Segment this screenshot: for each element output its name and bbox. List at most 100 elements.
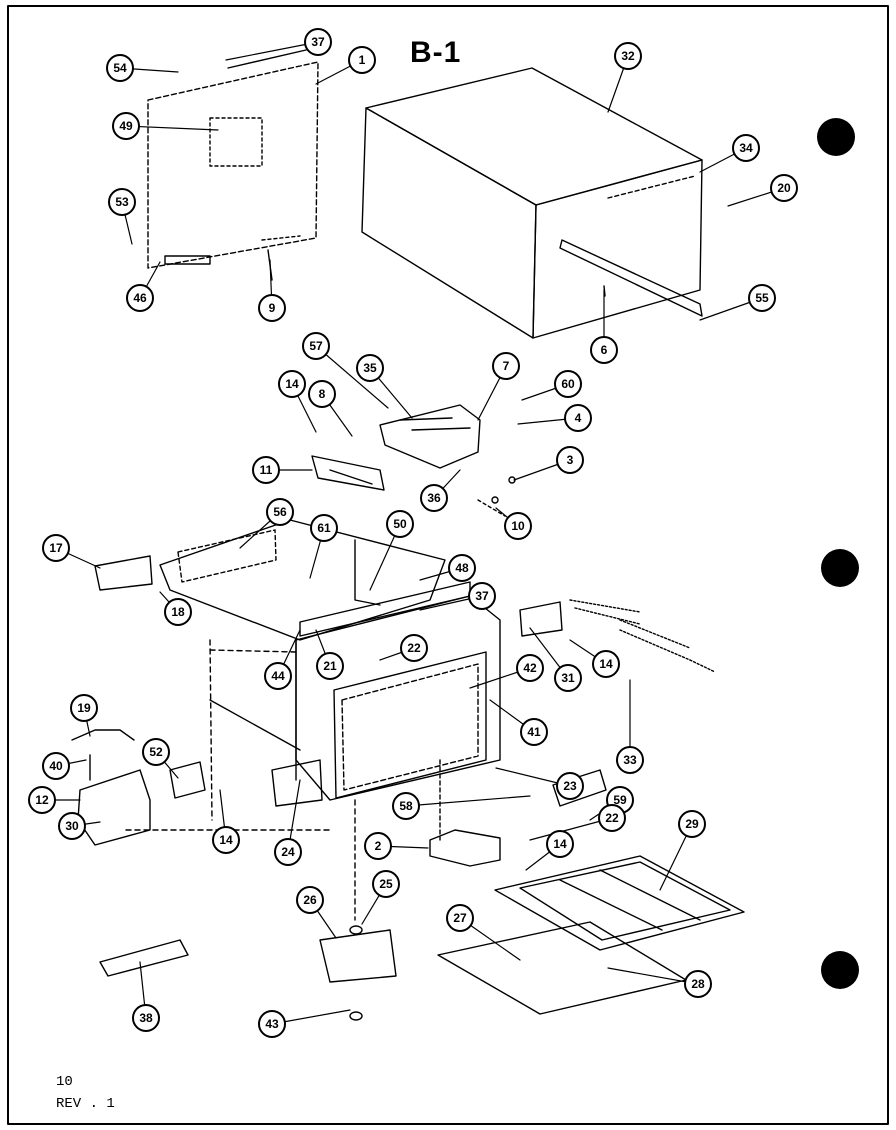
- part-callout-48: 48: [448, 554, 476, 582]
- part-callout-42: 42: [516, 654, 544, 682]
- part-callout-8: 8: [308, 380, 336, 408]
- callout-label: 6: [601, 343, 608, 357]
- callout-circle: [310, 514, 338, 542]
- callout-circle: [258, 294, 286, 322]
- callout-label: 32: [621, 49, 635, 63]
- page-number: 10: [56, 1074, 73, 1090]
- part-callout-11: 11: [252, 456, 280, 484]
- callout-label: 57: [309, 339, 323, 353]
- callout-circle: [386, 510, 414, 538]
- callout-label: 54: [113, 61, 127, 75]
- callout-label: 36: [427, 491, 441, 505]
- heater-coil-part: [519, 599, 716, 673]
- part-callout-7: 7: [492, 352, 520, 380]
- callout-circle: [132, 1004, 160, 1032]
- callout-circle: [58, 812, 86, 840]
- part-callout-58: 58: [392, 792, 420, 820]
- callout-label: 30: [65, 819, 79, 833]
- callout-circle: [516, 654, 544, 682]
- callout-label: 43: [265, 1017, 279, 1031]
- callout-label: 18: [171, 605, 185, 619]
- callout-label: 41: [527, 725, 541, 739]
- callout-label: 60: [561, 377, 575, 391]
- leader-line: [315, 345, 389, 409]
- page-title: B-1: [410, 36, 462, 69]
- revision-label: REV . 1: [56, 1096, 115, 1112]
- callout-circle: [616, 746, 644, 774]
- punch-hole: [821, 951, 859, 989]
- callout-label: 61: [317, 521, 331, 535]
- part-callout-4: 4: [564, 404, 592, 432]
- callout-circle: [296, 886, 324, 914]
- part-callout-37: 37: [304, 28, 332, 56]
- callout-circle: [614, 42, 642, 70]
- part-callout-22: 22: [400, 634, 428, 662]
- punch-hole: [817, 118, 855, 156]
- callout-circle: [446, 904, 474, 932]
- part-callout-30: 30: [58, 812, 86, 840]
- part-callout-32: 32: [614, 42, 642, 70]
- callout-label: 46: [133, 291, 147, 305]
- rear-panel-part: [147, 49, 319, 281]
- callout-circle: [592, 650, 620, 678]
- part-callout-14: 14: [546, 830, 574, 858]
- callout-label: 14: [219, 833, 233, 847]
- callout-circle: [732, 134, 760, 162]
- part-callout-25: 25: [372, 870, 400, 898]
- part-callout-38: 38: [132, 1004, 160, 1032]
- part-callout-35: 35: [356, 354, 384, 382]
- part-callout-34: 34: [732, 134, 760, 162]
- callout-circle: [42, 534, 70, 562]
- callout-label: 12: [35, 793, 49, 807]
- part-callout-2: 2: [364, 832, 392, 860]
- callout-circle: [266, 498, 294, 526]
- part-callout-52: 52: [142, 738, 170, 766]
- part-callout-27: 27: [446, 904, 474, 932]
- callout-circle: [112, 112, 140, 140]
- part-callout-57: 57: [302, 332, 330, 360]
- part-callout-22: 22: [598, 804, 626, 832]
- callout-label: 55: [755, 291, 769, 305]
- callout-circle: [302, 332, 330, 360]
- leader-line: [529, 817, 613, 841]
- page-border: [7, 5, 889, 1125]
- callout-circle: [108, 188, 136, 216]
- callout-circle: [546, 830, 574, 858]
- left-control-assembly-part: [71, 729, 206, 846]
- part-callout-43: 43: [258, 1010, 286, 1038]
- part-callout-28: 28: [684, 970, 712, 998]
- callout-label: 26: [303, 893, 317, 907]
- callout-circle: [308, 380, 336, 408]
- part-callout-44: 44: [264, 662, 292, 690]
- callout-circle: [400, 634, 428, 662]
- part-callout-9: 9: [258, 294, 286, 322]
- callout-circle: [520, 718, 548, 746]
- part-callout-56: 56: [266, 498, 294, 526]
- part-callout-17: 17: [42, 534, 70, 562]
- part-callout-54: 54: [106, 54, 134, 82]
- callout-circle: [348, 46, 376, 74]
- callout-label: 4: [575, 411, 582, 425]
- part-callout-41: 41: [520, 718, 548, 746]
- drip-tray-part: [494, 855, 745, 951]
- part-callout-14: 14: [592, 650, 620, 678]
- part-callout-61: 61: [310, 514, 338, 542]
- callout-circle: [564, 404, 592, 432]
- callout-label: 20: [777, 181, 791, 195]
- punch-hole: [821, 549, 859, 587]
- part-callout-31: 31: [554, 664, 582, 692]
- callout-label: 48: [455, 561, 469, 575]
- callout-label: 50: [393, 517, 407, 531]
- callout-label: 11: [260, 463, 273, 477]
- callout-label: 17: [49, 541, 63, 555]
- part-callout-46: 46: [126, 284, 154, 312]
- callout-label: 8: [319, 387, 326, 401]
- leader-line: [225, 41, 319, 61]
- cabinet-cover-part: [361, 67, 703, 339]
- callout-circle: [504, 512, 532, 540]
- callout-circle: [748, 284, 776, 312]
- part-callout-29: 29: [678, 810, 706, 838]
- callout-circle: [126, 284, 154, 312]
